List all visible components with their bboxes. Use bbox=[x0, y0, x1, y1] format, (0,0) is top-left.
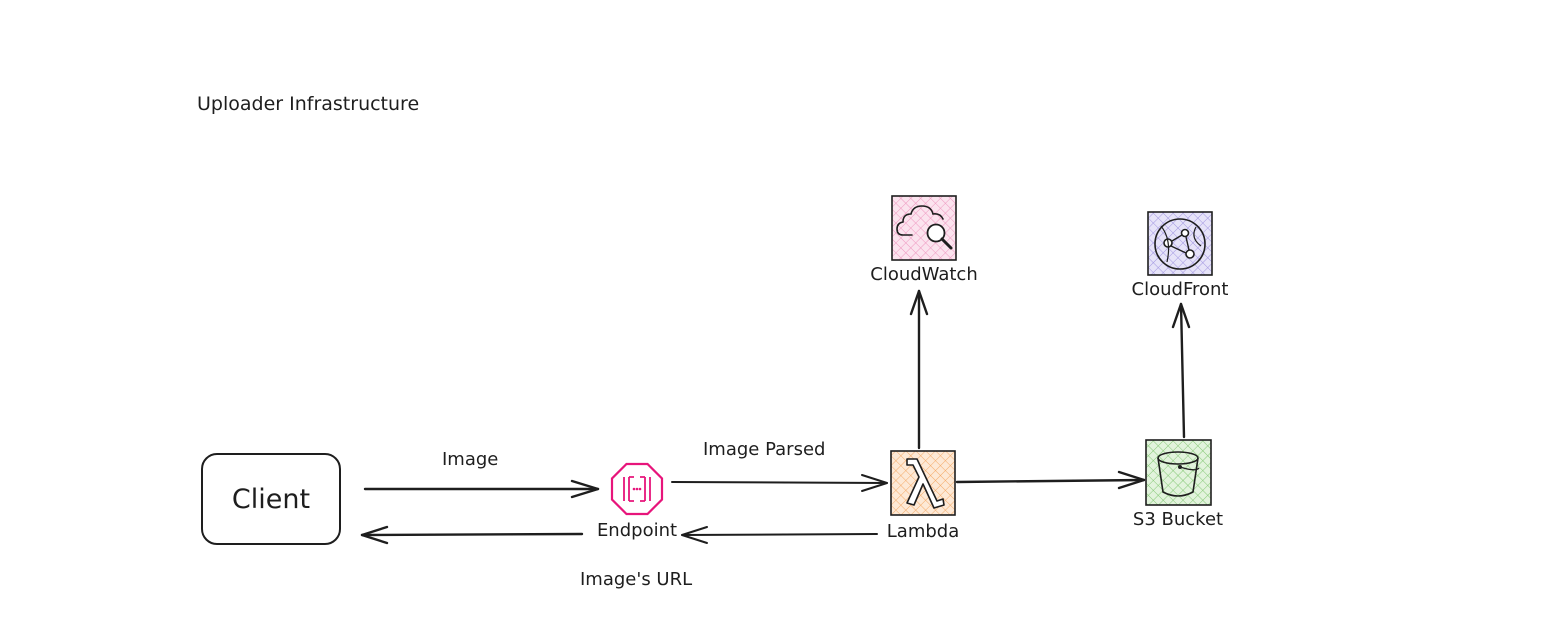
cloudwatch-icon bbox=[891, 195, 957, 261]
arrow-lambda-to-endpoint bbox=[681, 526, 878, 544]
api-gateway-endpoint-icon bbox=[610, 462, 664, 516]
client-label: Client bbox=[231, 483, 311, 515]
arrow-endpoint-to-lambda bbox=[671, 474, 888, 492]
arrow-client-to-endpoint bbox=[363, 479, 600, 499]
arrow-lambda-to-cloudwatch bbox=[909, 289, 929, 450]
edge-label-image-url: Image's URL bbox=[580, 569, 693, 590]
endpoint-label: Endpoint bbox=[596, 520, 678, 541]
s3-bucket-icon bbox=[1145, 439, 1212, 506]
s3-bucket-label: S3 Bucket bbox=[1132, 509, 1224, 530]
diagram-title: Uploader Infrastructure bbox=[197, 93, 420, 115]
edge-label-image: Image bbox=[442, 449, 499, 470]
cloudfront-label: CloudFront bbox=[1131, 279, 1229, 300]
cloudwatch-label: CloudWatch bbox=[870, 264, 978, 285]
lambda-label: Lambda bbox=[886, 521, 960, 542]
arrow-lambda-to-s3 bbox=[955, 470, 1146, 490]
lambda-icon bbox=[890, 450, 956, 516]
arrow-s3-to-cloudfront bbox=[1171, 302, 1191, 439]
client-node: Client bbox=[201, 453, 341, 545]
cloudfront-icon bbox=[1147, 211, 1213, 276]
arrow-endpoint-to-client bbox=[360, 525, 584, 545]
edge-label-image-parsed: Image Parsed bbox=[703, 439, 826, 460]
